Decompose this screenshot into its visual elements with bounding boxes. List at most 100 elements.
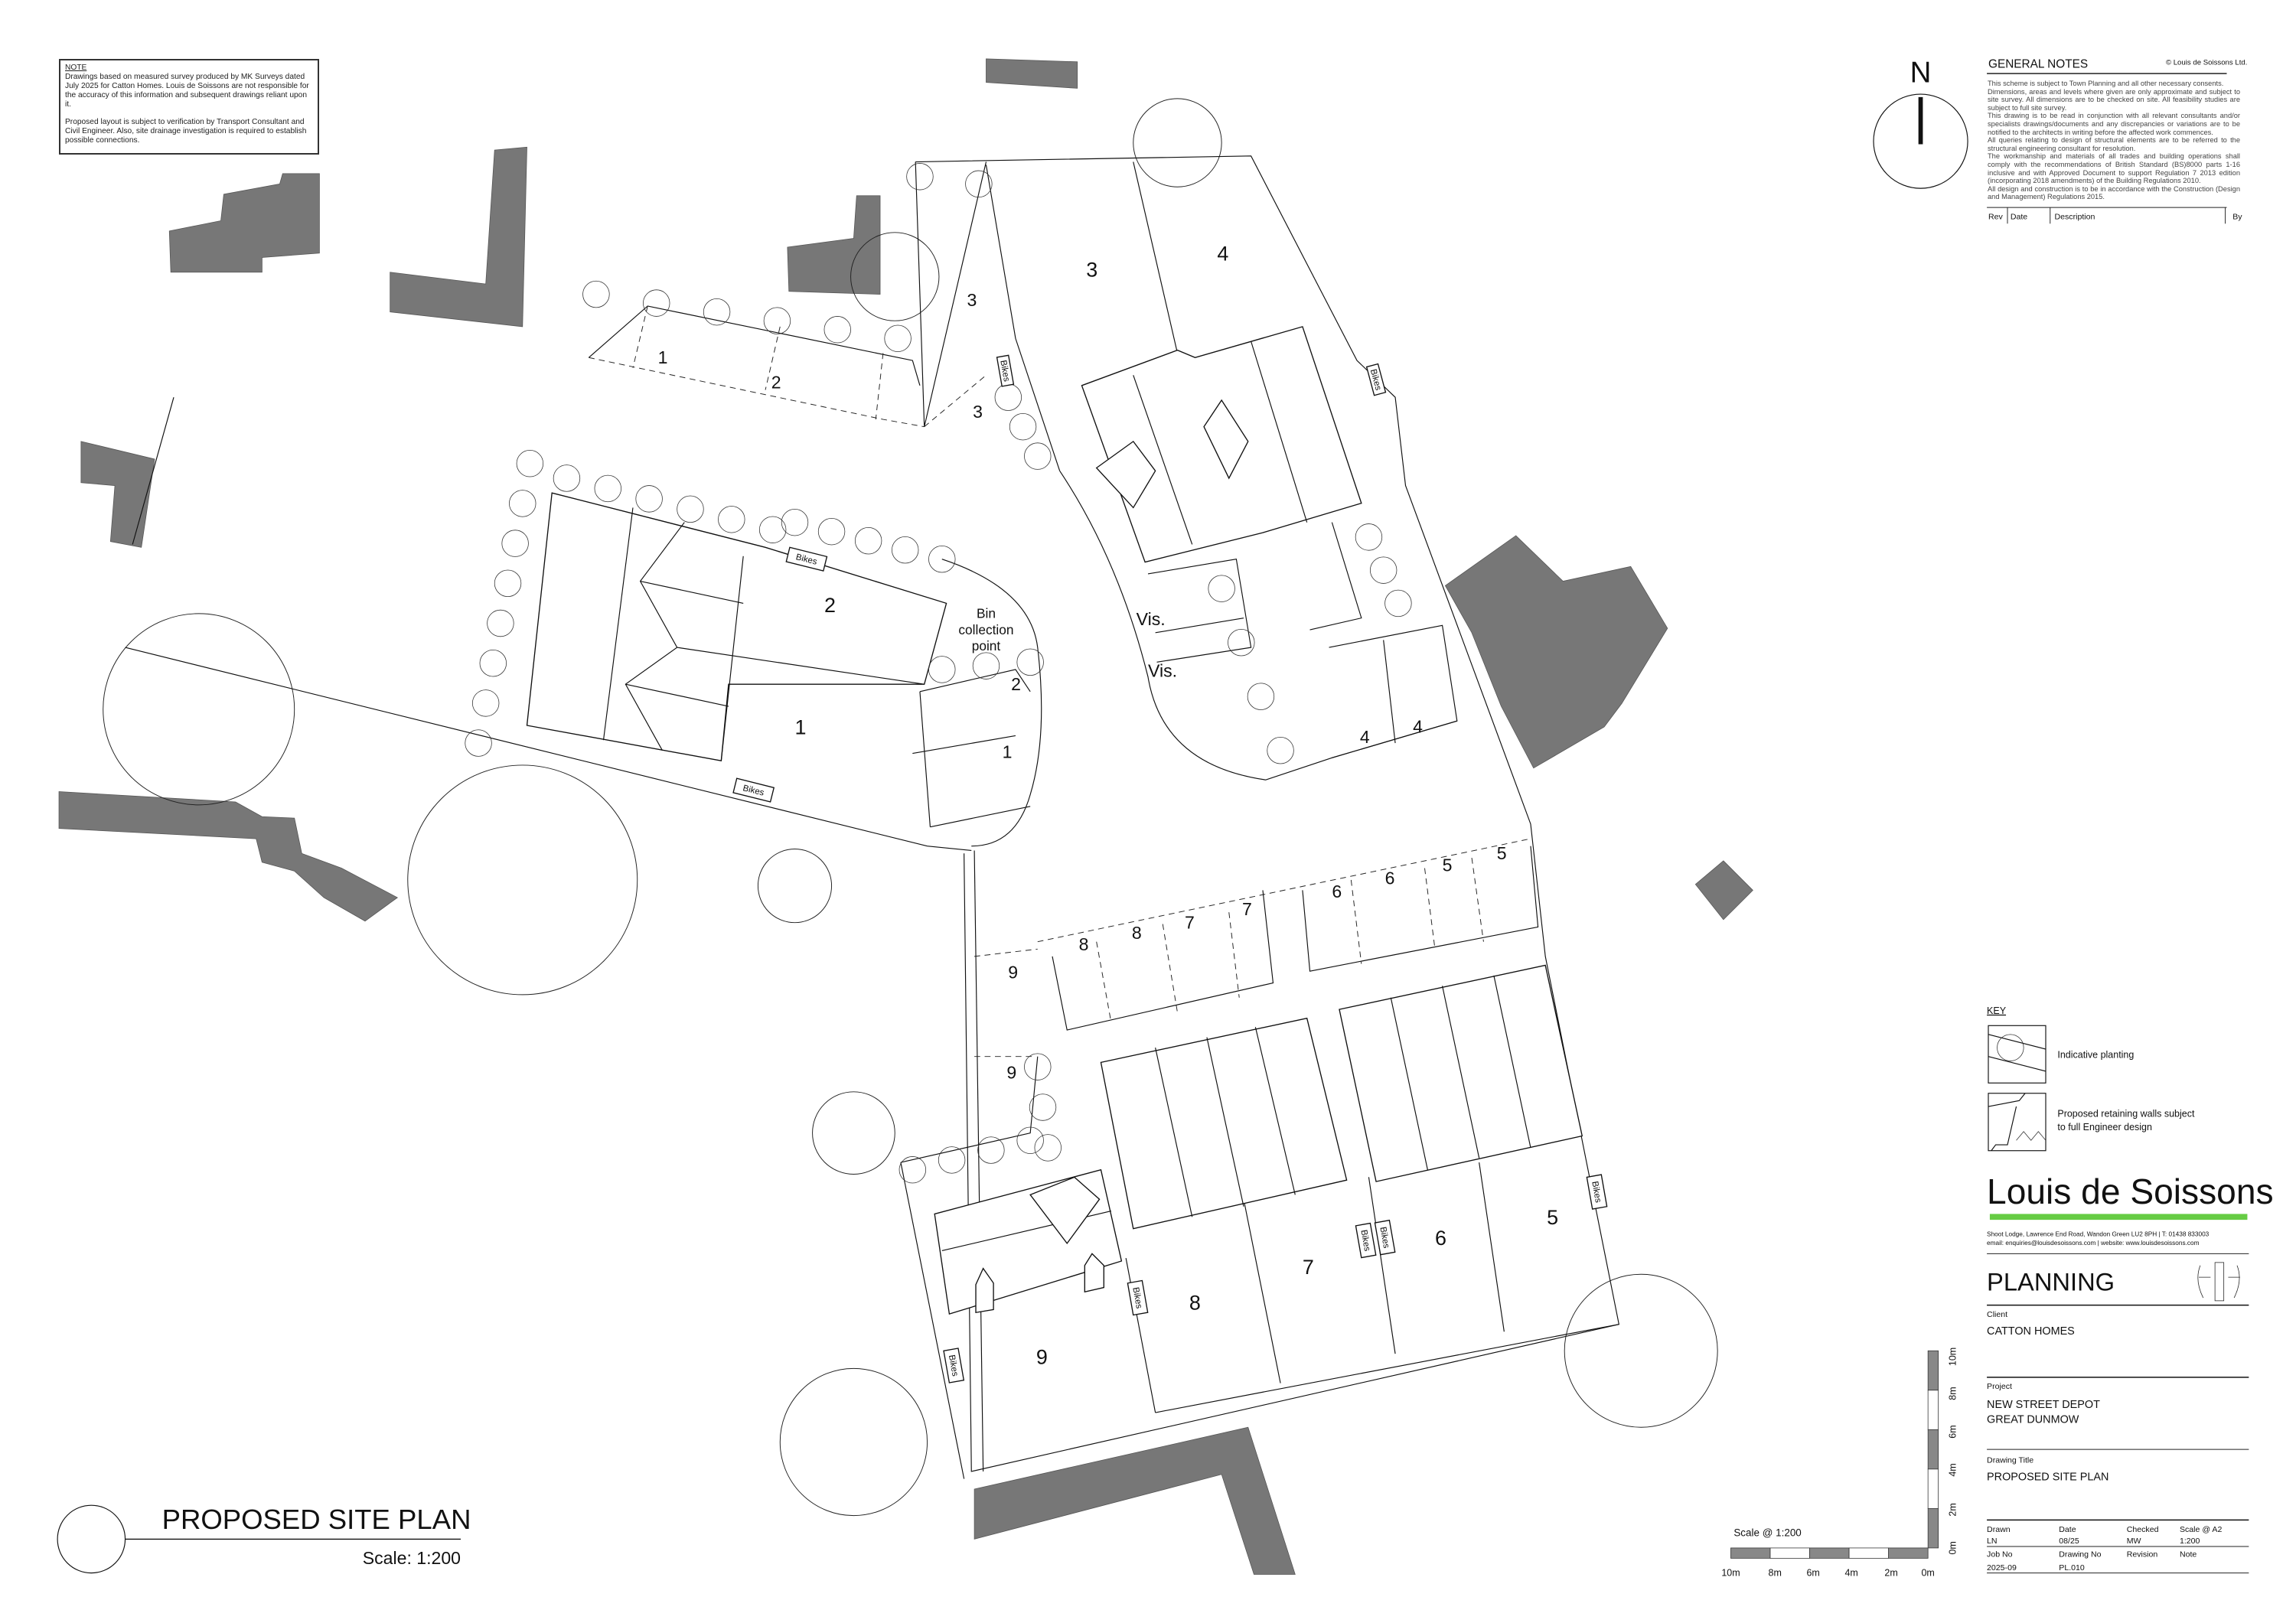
drawing-no-value: PL.010: [2059, 1563, 2085, 1572]
note-label: Note: [2180, 1550, 2197, 1559]
existing-building: [58, 791, 399, 922]
planting-shrub: [703, 298, 731, 326]
indicative-planting: [465, 163, 1412, 1184]
bikes-label: Bikes: [1378, 1226, 1391, 1249]
scale-segment: [1927, 1429, 1939, 1470]
visitor-parking-label: Vis.: [1148, 661, 1177, 681]
project-line: NEW STREET DEPOT: [1987, 1399, 2100, 1411]
scale-bar: Scale @ 1:200 10m 8m 6m 4m 2m 0m 0m 2m 4…: [1721, 1348, 1958, 1579]
drawing-title-value: PROPOSED SITE PLAN: [1987, 1471, 2108, 1483]
roof-detail: [1084, 1253, 1104, 1293]
building-plots-1-2: [526, 492, 947, 761]
tree: [1133, 98, 1222, 187]
planting-shrub: [758, 516, 787, 543]
terrace-plots-7-8: [1100, 1017, 1348, 1230]
plot-number: 3: [967, 290, 977, 310]
checked-label: Checked: [2127, 1525, 2159, 1534]
general-note: This drawing is to be read in conjunctio…: [1988, 112, 2240, 136]
company-contact: email: enquiries@louisdesoissons.com | w…: [1987, 1240, 2200, 1247]
north-circle: [1873, 93, 1968, 189]
plot-number: 2: [1011, 674, 1021, 694]
planting-shrub: [899, 1156, 927, 1184]
plot-labels: 1 2 3 3 3 4 2 1 2 1 Vis. Vis. 4 4 8 8 7 …: [658, 242, 1558, 1368]
visitor-parking-label: Vis.: [1137, 609, 1166, 629]
scale-segment: [1888, 1547, 1929, 1559]
client-label: Client: [1987, 1310, 2007, 1319]
scale-label: Scale @ A2: [2180, 1525, 2222, 1534]
date-label: Date: [2059, 1525, 2076, 1534]
title-block: Louis de Soissons Shoot Lodge, Lawrence …: [1987, 1172, 2274, 1574]
planting-shrub: [1029, 1093, 1057, 1121]
scale-tick: 4m: [1948, 1463, 1958, 1476]
drawing-label-title: PROPOSED SITE PLAN: [162, 1504, 471, 1535]
existing-building: [1694, 860, 1753, 921]
trees: [103, 98, 1718, 1517]
scale-segment: [1769, 1547, 1810, 1559]
general-notes-frame: GENERAL NOTES © Louis de Soissons Ltd. R…: [1987, 57, 2247, 224]
planting-shrub: [994, 383, 1022, 411]
planting-shrub: [635, 485, 663, 513]
description-column: Description: [2055, 213, 2095, 222]
planting-shrub: [1034, 1134, 1062, 1162]
scale-tick: 8m: [1768, 1567, 1781, 1578]
general-notes-text: This scheme is subject to Town Planning …: [1988, 80, 2240, 201]
plot-number: 1: [1003, 741, 1013, 761]
note-heading: NOTE: [65, 64, 87, 72]
retaining-wall-swatch: [1988, 1093, 2047, 1152]
project-line: GREAT DUNMOW: [1987, 1413, 2079, 1426]
planting-shrub: [972, 652, 1000, 680]
bin-collection-label: point: [972, 638, 1001, 653]
planting-icon: [1997, 1034, 2024, 1061]
planting-shrub: [928, 656, 956, 683]
plot-number: 5: [1547, 1206, 1558, 1229]
job-no-label: Job No: [1987, 1550, 2013, 1559]
plot-number: 2: [824, 594, 836, 617]
planting-shrub: [494, 569, 522, 597]
retaining-wall-icon: [2016, 1131, 2047, 1141]
planting-shrub: [823, 316, 851, 344]
planting-shrub: [718, 506, 745, 533]
planting-shrub: [1267, 737, 1294, 764]
note-paragraph: Drawings based on measured survey produc…: [65, 73, 309, 109]
plot-number: 6: [1332, 882, 1342, 901]
planting-shrub: [892, 536, 919, 564]
key-heading: KEY: [1987, 1005, 2007, 1016]
planting-shrub: [906, 163, 934, 191]
existing-building: [974, 1426, 1296, 1575]
bin-collection-label: collection: [958, 622, 1013, 637]
scale-tick: 2m: [1884, 1567, 1897, 1578]
planting-shrub: [1247, 683, 1275, 710]
key-wall-label: to full Engineer design: [2057, 1122, 2152, 1133]
brand-accent-bar: [1989, 1214, 2248, 1221]
bin-collection-label: Bin: [977, 606, 996, 621]
existing-buildings: [58, 58, 1753, 1575]
site-linework: [125, 155, 1620, 1479]
planting-shrub: [1009, 412, 1037, 441]
scale-tick: 8m: [1948, 1387, 1958, 1400]
plot-number: 8: [1132, 923, 1142, 943]
plot-number: 7: [1303, 1256, 1314, 1279]
plot-number: 7: [1185, 912, 1195, 932]
planting-shrub: [479, 650, 507, 677]
roof-detail: [1203, 399, 1249, 480]
general-note: All queries relating to design of struct…: [1988, 136, 2240, 152]
stage-label: PLANNING: [1987, 1267, 2115, 1295]
bikes-label: Bikes: [1358, 1229, 1371, 1252]
note-paragraph: Proposed layout is subject to verificati…: [65, 118, 307, 145]
drawing-no-label: Drawing No: [2059, 1550, 2101, 1559]
general-note: Dimensions, areas and levels where given…: [1988, 87, 2240, 112]
planting-shrub: [884, 324, 912, 352]
scale-tick: 0m: [1948, 1541, 1958, 1554]
planting-shrub: [1024, 442, 1052, 470]
roof-detail: [975, 1267, 994, 1314]
scale-tick: 2m: [1948, 1503, 1958, 1516]
plot-number: 8: [1189, 1291, 1201, 1314]
project-label: Project: [1987, 1382, 2012, 1391]
roof-detail: [1029, 1176, 1101, 1245]
planting-shrub: [509, 490, 536, 517]
drawing-label: PROPOSED SITE PLAN Scale: 1:200: [57, 1504, 471, 1574]
bikes-label: Bikes: [998, 360, 1011, 383]
scale-tick: 4m: [1844, 1567, 1857, 1578]
planting-shrub: [1369, 556, 1397, 584]
